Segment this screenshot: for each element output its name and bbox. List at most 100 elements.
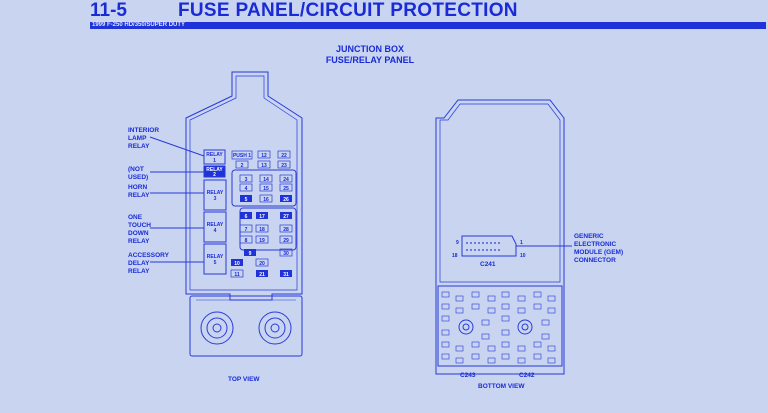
diagram-title-line2: FUSE/RELAY PANEL <box>325 55 415 65</box>
relay-1-label-a: RELAY <box>206 152 223 158</box>
fuse-9-label: 9 <box>249 251 252 257</box>
fuse-push-1 <box>231 150 253 160</box>
fuse-29 <box>279 235 293 244</box>
callout-interior-lamp-relay: INTERIOR LAMP RELAY <box>128 127 159 151</box>
top-view-round-connector-right <box>258 311 292 345</box>
fuse-30 <box>279 248 293 257</box>
callout-text: ONE <box>128 214 143 221</box>
fuse-30-label: 30 <box>283 251 289 257</box>
gem-pin-18-label: 18 <box>452 253 458 259</box>
fuse-18 <box>255 235 269 244</box>
fuse-21 <box>256 270 268 277</box>
fuse-17 <box>256 212 268 219</box>
fuse-12-label: 12 <box>261 153 267 159</box>
connector-c242 <box>517 319 533 335</box>
fuse-27 <box>280 212 292 219</box>
fuse-14 <box>259 174 273 183</box>
fuse-24 <box>279 174 293 183</box>
callout-text: (NOT <box>128 166 144 173</box>
relay-4-label-b: 4 <box>214 228 217 234</box>
header-bar <box>90 22 766 29</box>
fuse-7 <box>239 224 253 233</box>
fuse-24-label: 24 <box>283 177 289 183</box>
fuse-18-label: 18 <box>259 227 265 233</box>
fuse-19-label: 19 <box>259 238 265 244</box>
c241-label: C241 <box>480 261 496 268</box>
fuse-push-1-label: PUSH 1 <box>233 153 251 159</box>
fuse-10-label: 10 <box>234 261 240 267</box>
callout-one-touch-down-relay: ONE TOUCH DOWN RELAY <box>128 214 151 246</box>
fuse-28 <box>279 224 293 233</box>
callout-text: MODULE (GEM) <box>574 249 624 256</box>
callout-text: ELECTRONIC <box>574 241 617 248</box>
top-view-round-connector-left <box>200 311 234 345</box>
fuse-2-label: 2 <box>241 163 244 169</box>
fuse-22-label: 22 <box>281 153 287 159</box>
gem-pin-10-label: 10 <box>520 253 526 259</box>
relay-2-label-b: 2 <box>213 172 216 178</box>
callout-text: DELAY <box>128 260 150 267</box>
callout-text: CONNECTOR <box>574 257 616 264</box>
fuse-16-label: 16 <box>263 197 269 203</box>
gem-pin-9-label: 9 <box>456 240 459 246</box>
relay-1 <box>203 149 226 165</box>
callout-text: RELAY <box>128 238 150 245</box>
fuse-10 <box>231 259 243 266</box>
callout-horn-relay: HORN RELAY <box>128 184 149 200</box>
relay-1-label-b: 1 <box>213 158 216 164</box>
fuse-15-label: 15 <box>263 186 269 192</box>
gem-connector-pins <box>466 242 500 251</box>
fuse-13 <box>257 160 271 169</box>
fuse-28-label: 28 <box>283 227 289 233</box>
fuse-29-label: 29 <box>283 238 289 244</box>
fuse-22 <box>277 150 291 159</box>
fuse-4-label: 4 <box>245 186 248 192</box>
fuse-3-label: 3 <box>245 177 248 183</box>
fuse-20-label: 20 <box>259 261 265 267</box>
callout-not-used: (NOT USED) <box>128 166 148 182</box>
callout-text: INTERIOR <box>128 127 160 134</box>
top-view-inner-outline <box>189 75 298 291</box>
top-view-label: TOP VIEW <box>228 376 260 383</box>
fuse-15 <box>259 183 273 192</box>
fuse-8 <box>239 235 253 244</box>
section-number: 11-5 <box>90 0 127 21</box>
top-view-lower-housing <box>189 295 303 357</box>
fuse-9 <box>244 249 256 256</box>
fuse-31 <box>280 270 292 277</box>
fuse-31-label: 31 <box>283 272 289 278</box>
fuse-17-label: 17 <box>259 214 265 220</box>
fuse-group-upper-frame <box>231 169 297 207</box>
c243-label: C243 <box>460 372 476 379</box>
callout-text: HORN <box>128 184 148 191</box>
fuse-4 <box>239 183 253 192</box>
fuse-11-label: 11 <box>234 272 240 278</box>
diagram-title-line1: JUNCTION BOX <box>335 44 404 54</box>
fuse-7-label: 7 <box>245 227 248 233</box>
callout-text: LAMP <box>128 135 147 142</box>
callout-gem-connector: GENERIC ELECTRONIC MODULE (GEM) CONNECTO… <box>574 233 623 265</box>
gem-pin-1-label: 1 <box>520 240 523 246</box>
fuse-26-label: 26 <box>283 197 289 203</box>
relay-4 <box>203 211 227 243</box>
fuse-5 <box>240 195 252 202</box>
callout-text: ACCESSORY <box>128 252 169 259</box>
fuse-8-label: 8 <box>245 238 248 244</box>
callout-text: GENERIC <box>574 233 604 240</box>
fuse-23-label: 23 <box>281 163 287 169</box>
relay-3-label-a: RELAY <box>207 190 224 196</box>
bottom-view-outline <box>435 99 565 375</box>
c242-label: C242 <box>519 372 535 379</box>
fuse-21-label: 21 <box>259 272 265 278</box>
fuse-27-label: 27 <box>283 214 289 220</box>
relay-3-label-b: 3 <box>214 196 217 202</box>
callout-text: USED) <box>128 174 149 181</box>
callout-text: RELAY <box>128 268 150 275</box>
callout-text: DOWN <box>128 230 149 237</box>
relay-4-label-a: RELAY <box>207 222 224 228</box>
page-title: FUSE PANEL/CIRCUIT PROTECTION <box>178 0 518 21</box>
fuse-11 <box>230 269 244 278</box>
fuse-25 <box>279 183 293 192</box>
fuse-6-label: 6 <box>245 214 248 220</box>
